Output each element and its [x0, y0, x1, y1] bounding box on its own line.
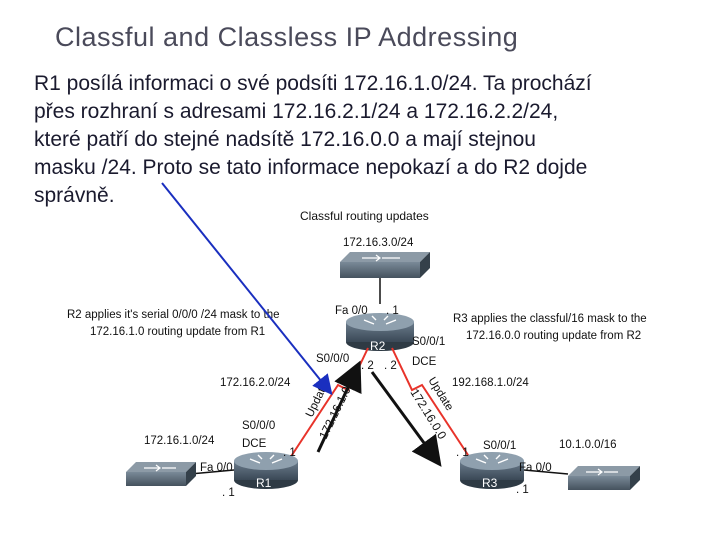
r3-fa-host: . 1	[516, 484, 529, 496]
r1-dce: DCE	[242, 438, 267, 450]
note-left-line1: R2 applies it's serial 0/0/0 /24 mask to…	[67, 309, 280, 321]
r2-s001-label: S0/0/1	[412, 336, 445, 348]
r2-fa-host: . 1	[386, 305, 399, 317]
paragraph-line: které patří do stejné nadsítě 172.16.0.0…	[34, 128, 536, 151]
update-arrow-r1-r2	[316, 360, 362, 453]
switch-icon	[340, 252, 430, 278]
switch-icon	[126, 462, 196, 486]
update-arrow-r2-r3	[370, 371, 442, 467]
r1-s-label: S0/0/0	[242, 420, 275, 432]
slide-title: Classful and Classless IP Addressing	[55, 22, 519, 52]
switch-icon	[568, 466, 640, 490]
ethernet-link	[189, 469, 235, 475]
r2-name: R2	[370, 339, 386, 353]
link-left-network: 172.16.2.0/24	[220, 377, 291, 389]
paragraph-line: masku /24. Proto se tato informace nepok…	[34, 156, 588, 179]
r3-s-host: . 1	[456, 447, 469, 459]
paragraph-line: správně.	[34, 184, 115, 207]
diagram-caption: Classful routing updates	[300, 209, 429, 223]
serial-link-r2-r3	[391, 347, 471, 459]
note-left-line2: 172.16.1.0 routing update from R1	[90, 326, 265, 338]
paragraph-line: R1 posílá informaci o své podsíti 172.16…	[34, 72, 592, 95]
r2-s000-host: . 2	[361, 360, 374, 372]
r3-s-label: S0/0/1	[483, 440, 516, 452]
note-right-line1: R3 applies the classful/16 mask to the	[453, 313, 647, 325]
router-icon	[346, 313, 414, 351]
r3-name: R3	[482, 476, 498, 490]
r2-top-network: 172.16.3.0/24	[343, 237, 414, 249]
r2-s000-label: S0/0/0	[316, 353, 349, 365]
router-icon	[234, 452, 298, 489]
r3-lan-network: 10.1.0.0/16	[559, 439, 617, 451]
pointer-arrow	[161, 182, 333, 396]
r2-s001-host: . 2	[384, 360, 397, 372]
paragraph-line: přes rozhraní s adresami 172.16.2.1/24 a…	[34, 100, 559, 123]
ethernet-link	[523, 469, 569, 475]
description-paragraph: R1 posílá informaci o své podsíti 172.16…	[34, 70, 694, 210]
r1-lan-network: 172.16.1.0/24	[144, 435, 215, 447]
r2-fa-label: Fa 0/0	[335, 305, 368, 317]
link-right-network: 192.168.1.0/24	[452, 377, 529, 389]
r1-fa-host: . 1	[222, 487, 235, 499]
note-right-line2: 172.16.0.0 routing update from R2	[466, 330, 641, 342]
r1-s-host: . 1	[283, 447, 296, 459]
r1-name: R1	[256, 476, 272, 490]
r2-dce: DCE	[412, 356, 437, 368]
router-icon	[460, 452, 524, 489]
